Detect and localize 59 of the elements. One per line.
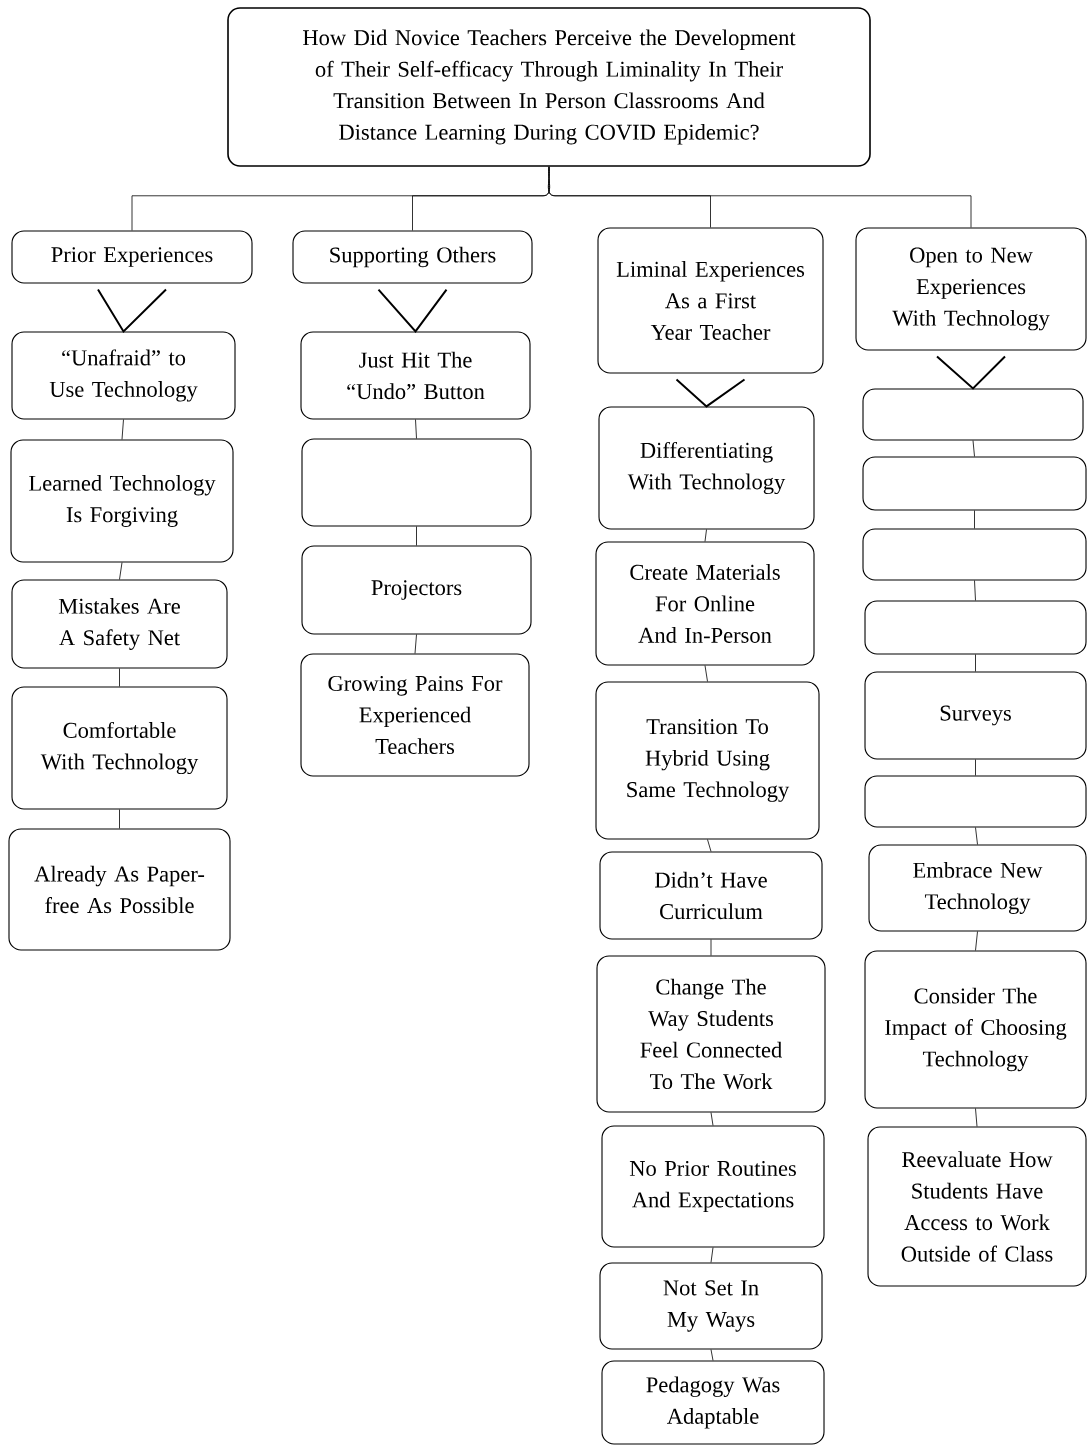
subtheme-box: “Unafraid” to Use Technology xyxy=(11,331,236,420)
question-box: How Did Novice Teachers Perceive the Development of Their Self-efficacy Through Liminality In Their Transition Between In Person Classrooms And Distance Learning During COVID Epidemic? xyxy=(227,7,871,167)
chevron xyxy=(936,355,1006,390)
subtheme-box: Comfortable With Technology xyxy=(11,686,228,810)
connector-line xyxy=(975,931,978,951)
connector-line xyxy=(119,668,120,687)
connector-line xyxy=(975,1108,978,1127)
connector-line xyxy=(704,529,707,542)
theme-box: Open to New Experiences With Technology xyxy=(855,227,1087,351)
subtheme-box: Consider The Impact of Choosing Technology xyxy=(864,950,1087,1109)
connector-line xyxy=(415,419,417,439)
connector-line xyxy=(975,654,976,672)
connector-line xyxy=(704,665,708,682)
connector-line xyxy=(119,809,120,829)
subtheme-box: Already As Paper-free As Possible xyxy=(8,828,231,951)
connector-line xyxy=(710,1112,714,1126)
subtheme-box: Embrace New Technology xyxy=(868,844,1087,932)
chevron xyxy=(97,288,167,334)
subtheme-box: Reevaluate How Students Have Access to Work Outside of Class xyxy=(867,1126,1087,1287)
subtheme-box: No Prior Routines And Expectations xyxy=(601,1125,825,1248)
connector-line xyxy=(414,634,417,654)
subtheme-box: Change The Way Students Feel Connected To The Work xyxy=(596,955,826,1113)
connector-line xyxy=(974,580,976,601)
subtheme-box: Create Materials For Online And In-Person xyxy=(595,541,815,666)
connector-line xyxy=(416,526,417,546)
subtheme-box: Growing Pains For Experienced Teachers xyxy=(300,653,530,777)
connector-line xyxy=(710,1247,714,1263)
subtheme-box: Projectors xyxy=(301,545,532,635)
connector-line xyxy=(548,166,972,228)
theme-box: Supporting Others xyxy=(292,230,533,284)
connector-line xyxy=(710,1349,714,1361)
subtheme-box: Not Set In My Ways xyxy=(599,1262,823,1350)
subtheme-box xyxy=(864,600,1087,655)
connector-line xyxy=(972,440,975,457)
connector-line xyxy=(412,166,550,231)
connector-line xyxy=(975,759,976,776)
subtheme-box: Differentiating With Technology xyxy=(598,406,815,530)
subtheme-box xyxy=(862,528,1087,581)
connector-line xyxy=(710,939,712,956)
chevron xyxy=(675,378,746,408)
connector-line xyxy=(119,562,123,580)
subtheme-box: Learned Technology Is Forgiving xyxy=(10,439,234,563)
connector-line xyxy=(707,839,712,852)
connector-line xyxy=(974,510,975,529)
chevron xyxy=(377,288,448,334)
subtheme-box xyxy=(864,775,1087,828)
theme-box: Prior Experiences xyxy=(11,230,253,284)
subtheme-box: Didn’t Have Curriculum xyxy=(599,851,823,940)
subtheme-box: Surveys xyxy=(864,671,1087,760)
subtheme-box xyxy=(862,456,1087,511)
subtheme-box xyxy=(301,438,532,527)
connector-line xyxy=(121,419,124,440)
subtheme-box: Mistakes Are A Safety Net xyxy=(11,579,228,669)
subtheme-box: Transition To Hybrid Using Same Technology xyxy=(595,681,820,840)
subtheme-box: Just Hit The “Undo” Button xyxy=(300,331,531,420)
subtheme-box: Pedagogy Was Adaptable xyxy=(601,1360,825,1445)
connector-line xyxy=(975,827,978,845)
theme-box: Liminal Experiences As a First Year Teacher xyxy=(597,227,824,374)
subtheme-box xyxy=(862,388,1084,441)
